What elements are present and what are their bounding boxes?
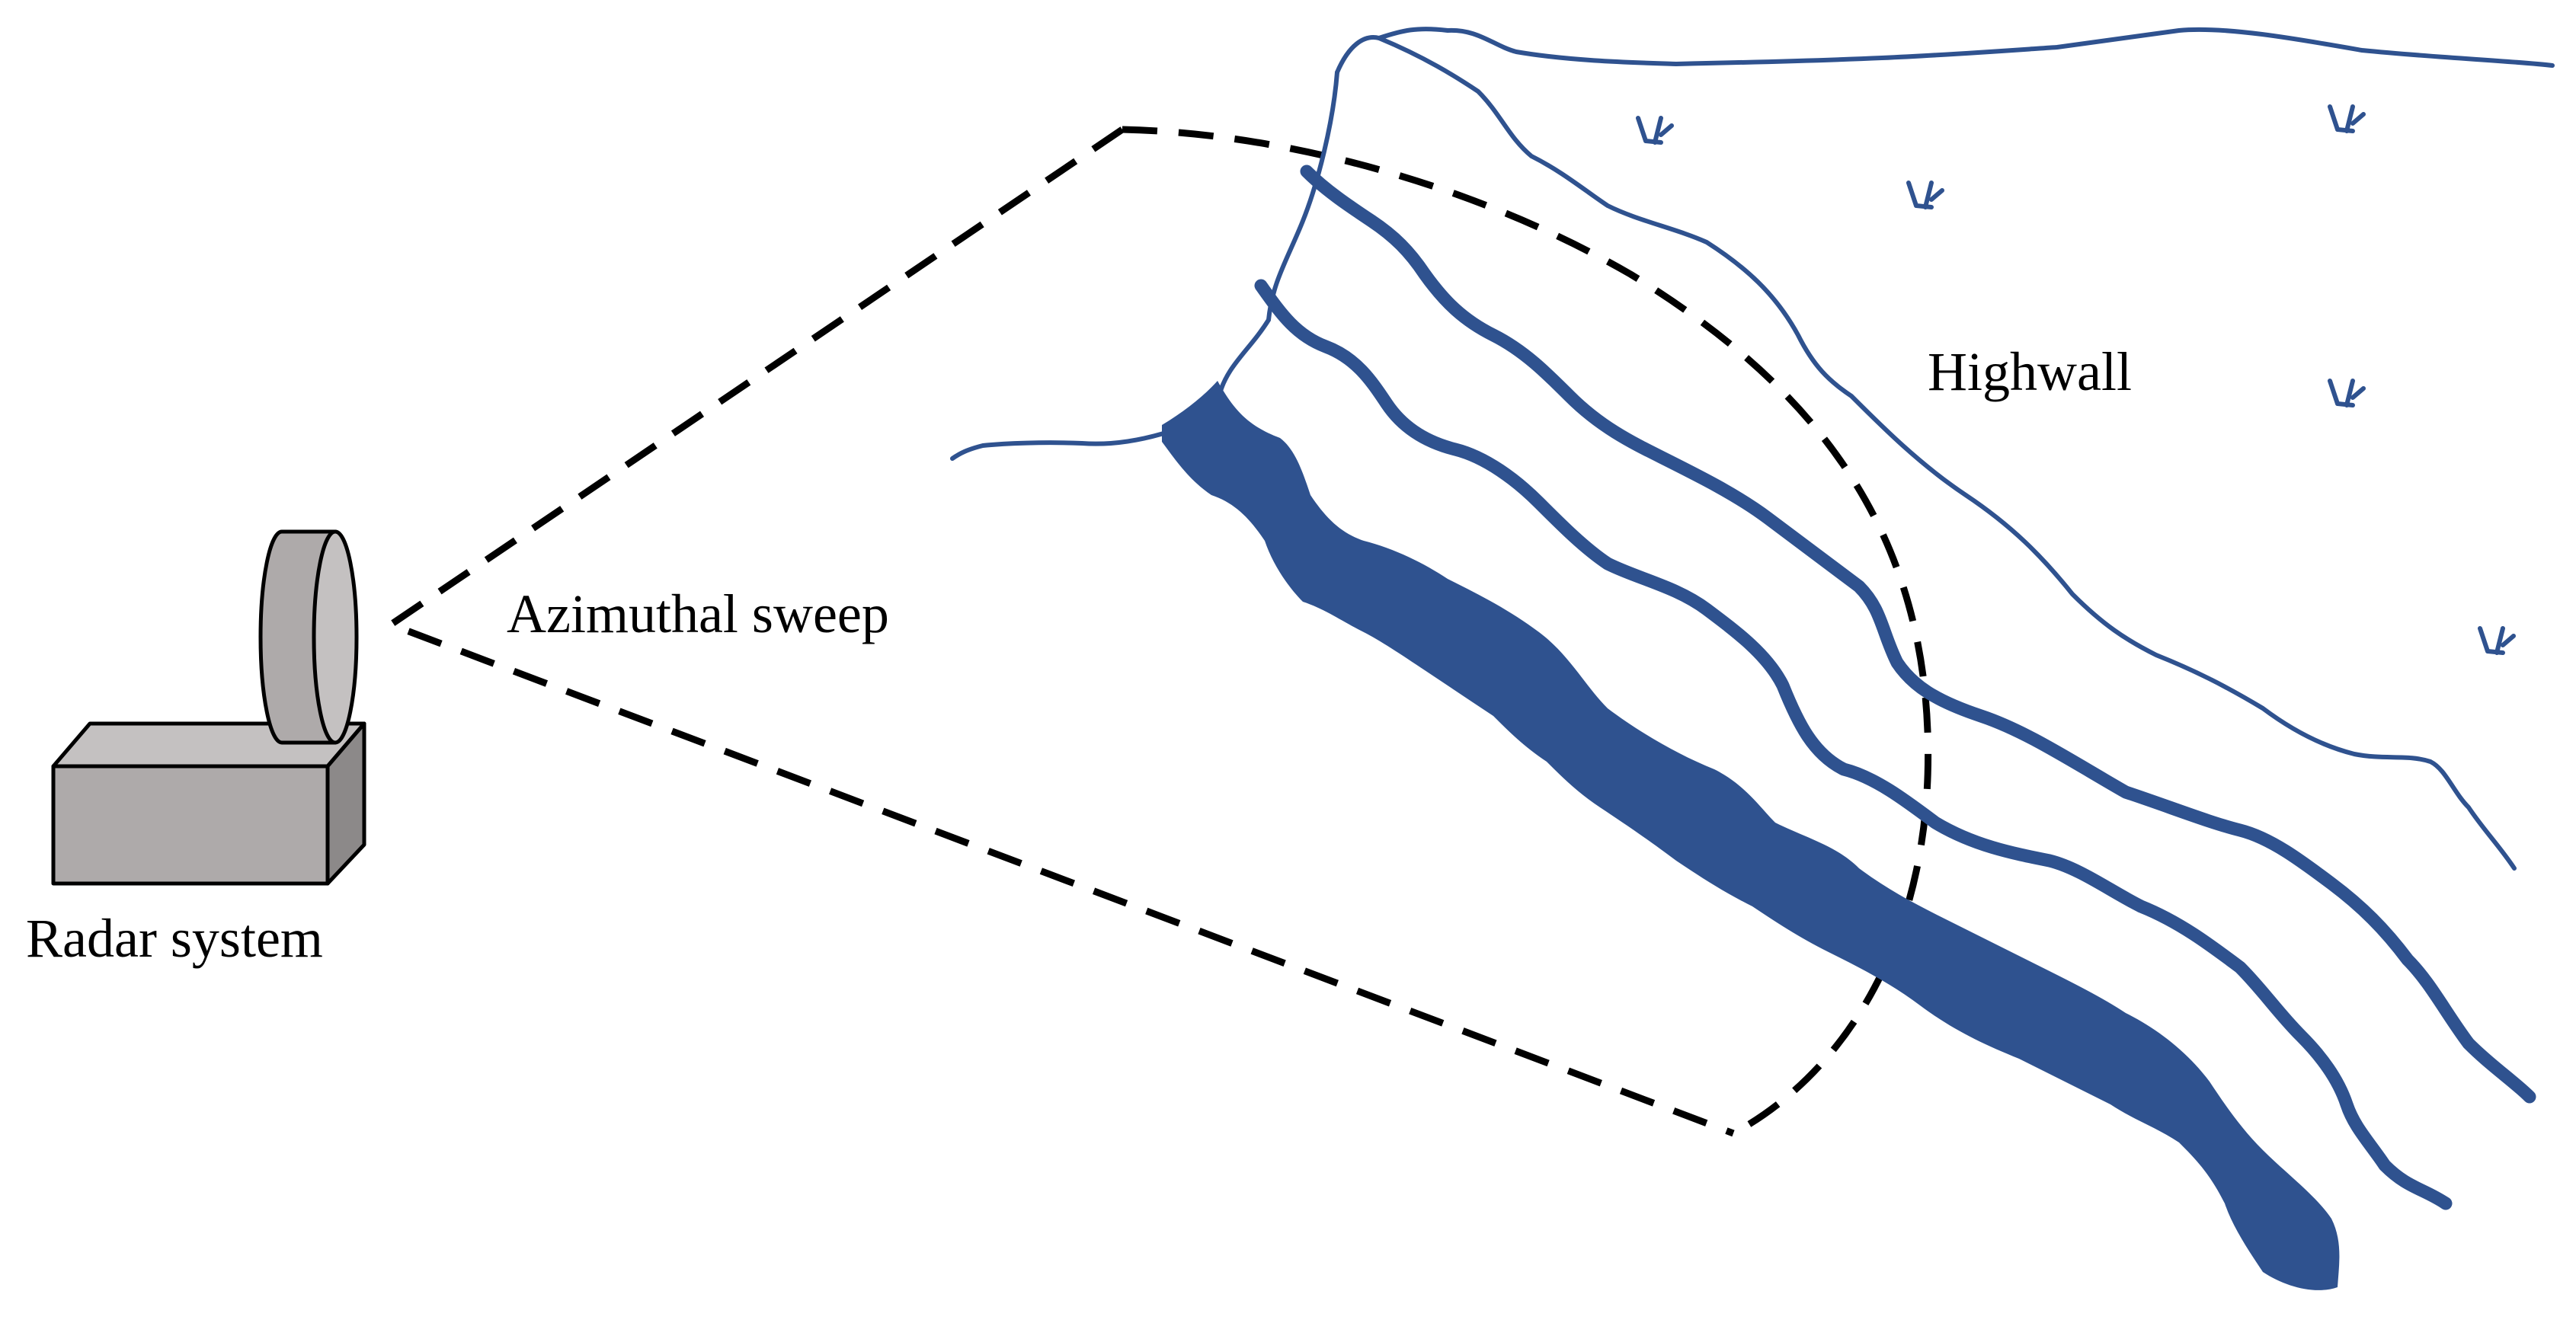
highwall-toe	[950, 318, 1271, 461]
radar-system-label: Radar system	[26, 908, 323, 969]
highwall-terrain	[950, 27, 2555, 1290]
grass-tuft-icon	[2328, 379, 2366, 407]
azimuthal-sweep-label: Azimuthal sweep	[507, 583, 889, 644]
highwall-bench-4	[1162, 381, 2340, 1290]
grass-tuft-icon	[2478, 626, 2516, 655]
highwall-label: Highwall	[1928, 341, 2132, 402]
radar-unit-icon	[51, 529, 366, 886]
azimuthal-sweep-arc	[1122, 126, 1932, 1136]
highwall-crest	[1335, 27, 2555, 75]
grass-tuft-icon	[1906, 181, 1944, 209]
highwall-bench-3	[1254, 279, 2453, 1210]
grass-tuft-icon	[1636, 116, 1674, 145]
highwall-slope-edge	[1266, 70, 1339, 322]
highwall-bench-1	[1377, 36, 2517, 871]
azimuthal-sweep-outline	[387, 126, 1735, 1137]
grass-tuft-icon	[2328, 104, 2366, 133]
highwall-bench-2	[1300, 165, 2536, 1104]
